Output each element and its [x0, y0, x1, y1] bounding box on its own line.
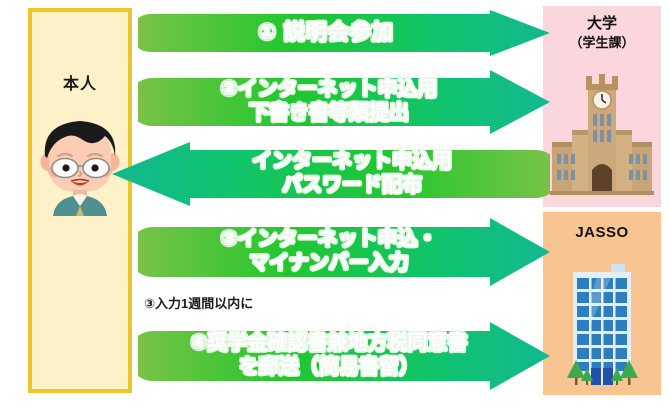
jasso-title: JASSO	[575, 224, 629, 241]
flow-arrow-3-label: インターネット申込用 パスワード配布	[252, 150, 452, 196]
actor-panel-jasso: JASSO	[543, 212, 661, 395]
university-building-icon	[550, 74, 654, 195]
flow-arrow-1-label: ① 説明会参加	[258, 20, 394, 44]
flow-arrow-3[interactable]: インターネット申込用 パスワード配布	[112, 142, 550, 206]
deadline-note: ③入力1週間以内に	[144, 296, 254, 311]
university-title-sub: （学生課）	[569, 35, 635, 50]
arrow-right-shape	[138, 10, 550, 56]
actor-panel-person: 本人	[28, 8, 132, 393]
flow-arrow-2[interactable]: ②インターネット申込用 下書き書等類提出	[138, 70, 550, 134]
university-title: 大学 （学生課）	[543, 14, 661, 52]
student-boy-with-glasses-icon	[40, 121, 120, 216]
arrow-right-shape	[138, 322, 550, 390]
flow-arrow-4-label: ③インターネット申込・ マイナンバー入力	[220, 228, 438, 274]
flow-arrow-5-label: ④奨学金確認書兼地方税同意書 を郵送（簡易書留）	[190, 332, 468, 378]
flow-arrow-2-label: ②インターネット申込用 下書き書等類提出	[220, 78, 438, 124]
flow-arrow-1[interactable]: ① 説明会参加	[138, 10, 550, 56]
arrow-right-shape	[138, 218, 550, 286]
university-title-main: 大学	[586, 15, 617, 32]
flow-arrow-4[interactable]: ③インターネット申込・ マイナンバー入力	[138, 218, 550, 286]
arrow-left-shape	[112, 142, 550, 206]
actor-panel-university: 大学 （学生課）	[543, 6, 661, 207]
flow-arrow-5[interactable]: ④奨学金確認書兼地方税同意書 を郵送（簡易書留）	[138, 322, 550, 390]
arrow-right-shape	[138, 70, 550, 134]
office-building-icon	[567, 264, 638, 385]
person-label: 本人	[62, 76, 97, 93]
